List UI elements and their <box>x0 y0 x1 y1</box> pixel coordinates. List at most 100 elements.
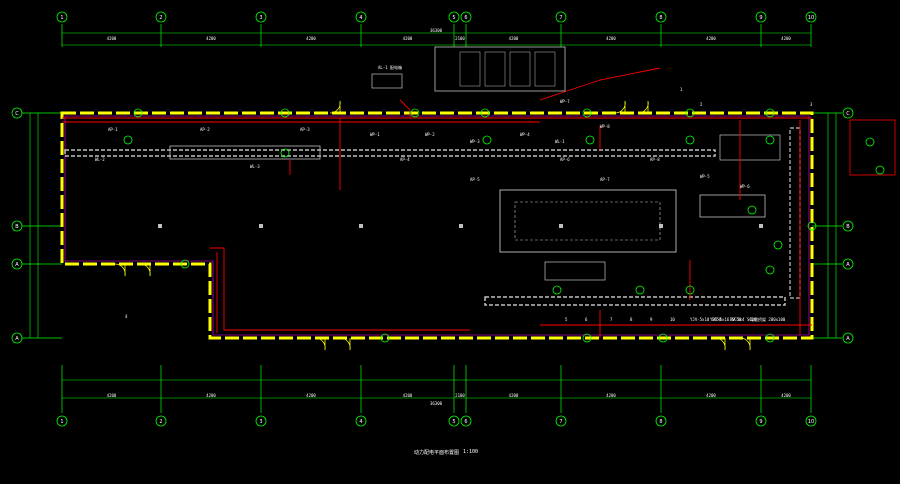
axis-bubble-col-label: 3 <box>259 419 262 425</box>
axis-bubble-col-label: 2 <box>159 15 162 21</box>
column-marker <box>259 224 263 228</box>
door-swing <box>739 337 751 351</box>
axis-bubble-col <box>448 415 460 427</box>
axis-bubble-row <box>842 332 854 344</box>
axis-bubble-col-label: 7 <box>559 419 562 425</box>
axis-bubble-col-label: 5 <box>452 15 455 21</box>
top-dimension-text: 4200 <box>781 36 791 41</box>
door-swing <box>329 100 341 114</box>
annotation-label: WP-5 <box>700 174 710 179</box>
annotation-label: AP-5 <box>470 177 480 182</box>
outdoor-unit-cell <box>509 51 531 87</box>
column-marker <box>459 224 463 228</box>
drawing-title: 动力配电平面布置图 <box>414 450 460 456</box>
conveyor-line-bottom <box>484 296 786 306</box>
axis-bubble-row-label: A <box>846 262 850 268</box>
cable-run <box>399 99 411 118</box>
annotation-label: 7 <box>610 317 613 322</box>
axis-bubble-row <box>11 220 23 232</box>
column-marker <box>759 224 763 228</box>
axis-bubble-row-label: A <box>846 336 850 342</box>
annotation-label: 10 <box>670 317 675 322</box>
annotation-label: 8 <box>630 317 633 322</box>
conveyor-line-top <box>64 149 716 157</box>
axis-bubble-col <box>755 11 767 23</box>
axis-bubble-col <box>460 415 472 427</box>
axis-bubble-col <box>355 415 367 427</box>
bottom-dimension-text: 4200 <box>206 393 216 398</box>
axis-bubble-col <box>448 11 460 23</box>
outdoor-unit-cell <box>459 51 481 87</box>
top-dimension-text: 4200 <box>606 36 616 41</box>
distribution-box-symbol <box>747 205 757 215</box>
distribution-box-symbol <box>123 135 133 145</box>
axis-bubble-col-label: 10 <box>808 15 814 21</box>
tank-unit <box>499 189 677 253</box>
annotation-label: AP-8 <box>650 157 660 162</box>
axis-bubble-col <box>56 11 68 23</box>
annotation-label: WL-2 <box>95 157 105 162</box>
axis-bubble-col <box>755 415 767 427</box>
annotation-label: WP-6 <box>740 184 750 189</box>
door-swing <box>139 263 151 277</box>
distribution-box-symbol <box>635 285 645 295</box>
column-marker <box>659 224 663 228</box>
axis-bubble-col-label: 1 <box>60 15 63 21</box>
distribution-box-symbol <box>280 108 290 118</box>
bottom-total-dimension: 36300 <box>429 401 443 406</box>
top-dimension-text: 2100 <box>455 36 465 41</box>
axis-gridlines <box>22 24 842 413</box>
axis-bubble-col <box>555 415 567 427</box>
axis-bubble-col <box>155 415 167 427</box>
control-cabinet <box>699 194 766 218</box>
axis-bubble-col <box>805 415 817 427</box>
distribution-box-symbol <box>585 135 595 145</box>
distribution-box-symbol <box>482 135 492 145</box>
annotation-label: AP-4 <box>400 157 410 162</box>
annotation-label: 5 <box>565 317 568 322</box>
outdoor-unit-cell <box>484 51 506 87</box>
annotation-label: WP-2 <box>425 132 435 137</box>
axis-bubble-row-label: C <box>846 111 850 117</box>
annotation-label: 9 <box>650 317 653 322</box>
annotation-label: 6 <box>585 317 588 322</box>
distribution-box-symbol <box>773 240 783 250</box>
distribution-box-symbol <box>280 148 290 158</box>
door-swing <box>714 337 726 351</box>
axis-bubble-row <box>11 332 23 344</box>
axis-bubble-row <box>842 220 854 232</box>
annotation-label: AP-1 <box>108 127 118 132</box>
door-swing <box>114 263 126 277</box>
machine-unit-top <box>169 145 321 160</box>
bottom-dimension-text: 4200 <box>781 393 791 398</box>
annotation-label: BV-3x4 SC20 <box>730 317 757 322</box>
bottom-dimension-text: 4200 <box>306 393 316 398</box>
axis-bubble-col <box>255 11 267 23</box>
top-total-dimension: 36300 <box>429 28 443 33</box>
annotation-label: WP-3 <box>470 139 480 144</box>
annotation-label: AL-1 配电箱 <box>378 65 403 70</box>
distribution-box-symbol <box>685 135 695 145</box>
pump-unit <box>544 261 606 281</box>
axis-bubble-row <box>11 107 23 119</box>
axis-bubble-col <box>460 11 472 23</box>
annotation-label: AP-3 <box>300 127 310 132</box>
axis-bubble-col-label: 10 <box>808 419 814 425</box>
axis-bubble-col <box>355 11 367 23</box>
distribution-box-symbol <box>765 265 775 275</box>
annotation-label: YJV-5x10 SC50 <box>690 317 722 322</box>
distribution-box-symbol <box>685 285 695 295</box>
axis-bubble-row-label: A <box>15 336 19 342</box>
top-dimension-text: 4200 <box>106 36 117 41</box>
door-swing <box>614 100 626 114</box>
annotation-label: WP-7 <box>560 99 570 104</box>
distribution-box-symbol <box>865 137 875 147</box>
axis-bubble-col-label: 7 <box>559 15 562 21</box>
electrical-symbols <box>123 108 885 343</box>
axis-bubble-row <box>11 258 23 270</box>
axis-bubble-col <box>805 11 817 23</box>
axis-bubble-col-label: 4 <box>359 419 362 425</box>
axis-bubble-row <box>842 258 854 270</box>
door-swing <box>314 337 326 351</box>
